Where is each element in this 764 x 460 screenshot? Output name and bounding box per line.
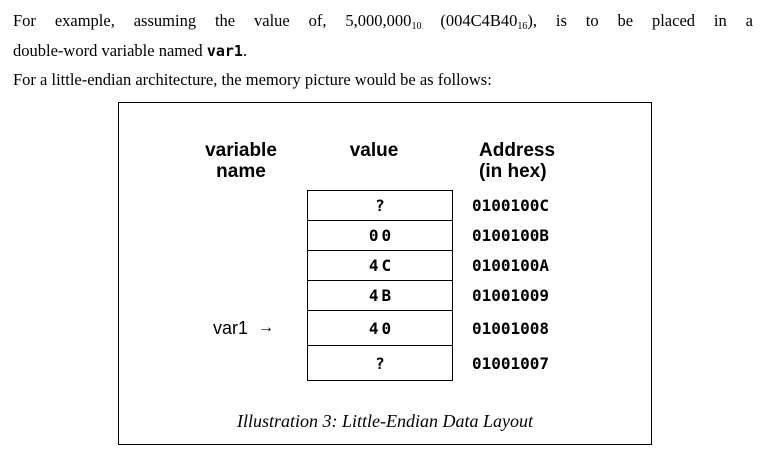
var1-pointer: var1 → bbox=[213, 310, 274, 346]
right-arrow-icon: → bbox=[258, 319, 275, 336]
memory-address: 0100100C bbox=[472, 196, 550, 215]
memory-cell: ? bbox=[307, 345, 453, 381]
column-header-value: value bbox=[349, 140, 399, 161]
memory-address: 0100100A bbox=[472, 256, 550, 275]
p1-line1-pre: For example, assuming the value of, 5,00… bbox=[13, 11, 412, 30]
memory-address: 01001009 bbox=[472, 286, 550, 305]
paragraph-example: For example, assuming the value of, 5,00… bbox=[13, 9, 753, 63]
memory-address: 01001008 bbox=[472, 318, 550, 338]
memory-cell: 00 bbox=[307, 220, 453, 251]
column-header-variable-name: variable name bbox=[181, 140, 301, 182]
header-in-hex: (in hex) bbox=[479, 161, 547, 182]
p1-line2-pre: double-word variable named bbox=[13, 41, 207, 60]
header-address: Address bbox=[479, 140, 556, 161]
figure-caption: Illustration 3: Little-Endian Data Layou… bbox=[237, 411, 533, 431]
header-name: name bbox=[216, 161, 266, 182]
p1-line2-post: . bbox=[242, 41, 248, 60]
memory-cell: 4B bbox=[307, 280, 453, 311]
radix-subscript-hex: 16 bbox=[517, 21, 528, 32]
memory-cell: 4C bbox=[307, 250, 453, 281]
memory-cell: 40 bbox=[307, 310, 453, 346]
paragraph-intro: For a little-endian architecture, the me… bbox=[13, 70, 492, 89]
memory-diagram-figure: variable name value Address (in hex) ? 0… bbox=[118, 102, 652, 445]
var1-inline-code: var1 bbox=[206, 42, 243, 60]
var1-pointer-label: var1 bbox=[213, 317, 249, 338]
memory-address: 01001007 bbox=[472, 353, 550, 373]
p1-line1-post: ), is to be placed in a bbox=[527, 11, 753, 30]
memory-cell: ? bbox=[307, 190, 453, 221]
header-variable: variable bbox=[205, 140, 277, 161]
column-header-address: Address (in hex) bbox=[479, 140, 555, 182]
paragraph-example-line1: For example, assuming the value of, 5,00… bbox=[13, 9, 753, 39]
radix-subscript-decimal: 10 bbox=[411, 21, 422, 32]
p1-line1-mid: (004C4B40 bbox=[421, 11, 518, 30]
memory-address: 0100100B bbox=[472, 226, 550, 245]
paragraph-example-line2: double-word variable named var1. bbox=[13, 39, 753, 63]
